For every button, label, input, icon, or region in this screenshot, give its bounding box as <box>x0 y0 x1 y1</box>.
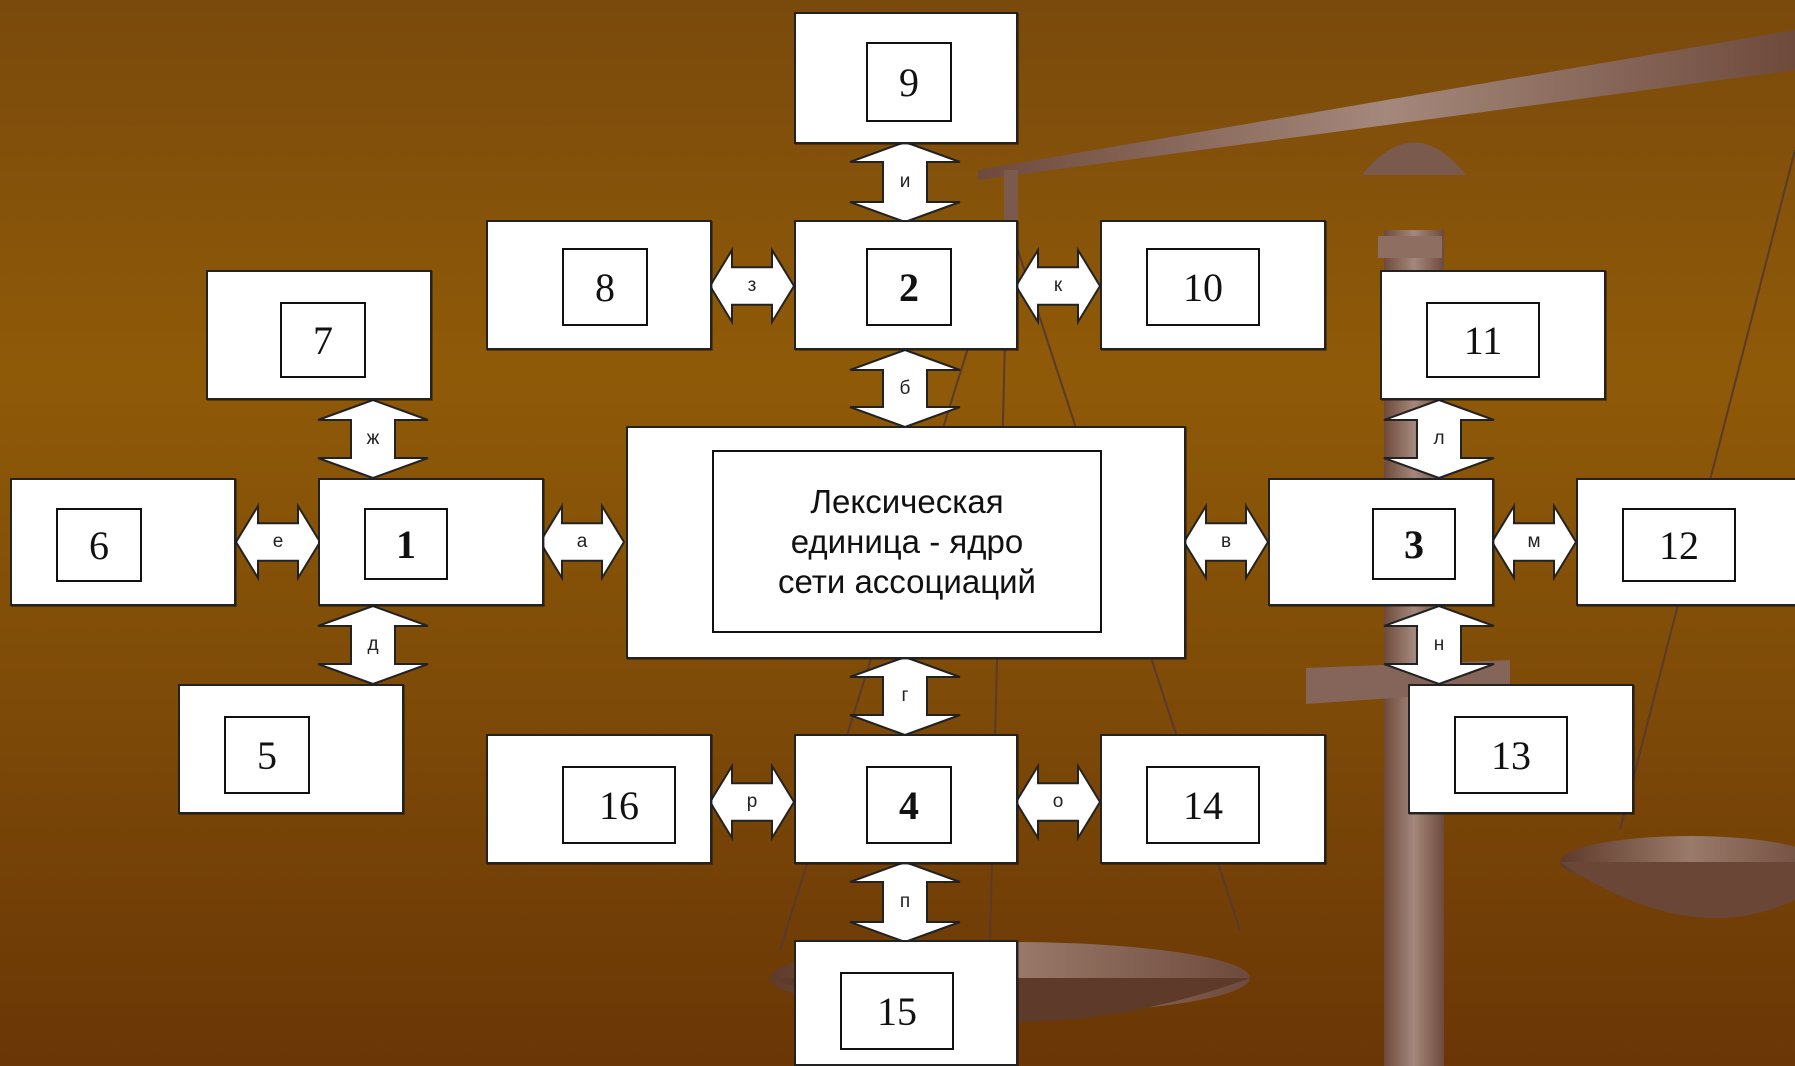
node-15-box: 15 <box>794 940 1018 1066</box>
link-label-z: з <box>747 275 757 296</box>
node-6-label: 6 <box>56 508 142 582</box>
node-9-label: 9 <box>866 42 952 122</box>
node-8-box: 8 <box>486 220 712 350</box>
node-14-label: 14 <box>1146 766 1260 844</box>
link-arrow-g: г <box>849 655 961 737</box>
node-5-box: 5 <box>178 684 404 814</box>
link-arrow-o: о <box>1014 762 1102 842</box>
node-3-label: 3 <box>1372 508 1456 580</box>
node-15-label: 15 <box>840 972 954 1050</box>
node-7-box: 7 <box>206 270 432 400</box>
node-8-label: 8 <box>562 248 648 326</box>
link-arrow-n: н <box>1383 604 1495 686</box>
link-arrow-p: п <box>849 860 961 944</box>
link-arrow-m: м <box>1490 502 1578 582</box>
link-arrow-k: к <box>1014 246 1102 326</box>
node-2-box: 2 <box>794 220 1018 350</box>
node-9-box: 9 <box>794 12 1018 144</box>
link-label-g: г <box>901 685 909 706</box>
link-arrow-d: д <box>317 604 429 686</box>
node-1-label: 1 <box>364 508 448 580</box>
node-12-label: 12 <box>1622 508 1736 582</box>
link-label-v: в <box>1220 531 1232 552</box>
node-14-box: 14 <box>1100 734 1326 864</box>
node-2-label: 2 <box>866 248 952 326</box>
node-13-box: 13 <box>1408 684 1634 814</box>
node-10-box: 10 <box>1100 220 1326 350</box>
link-arrow-r: р <box>708 762 796 842</box>
link-label-a: а <box>576 531 588 552</box>
node-12-box: 12 <box>1576 478 1795 606</box>
node-11-box: 11 <box>1380 270 1606 400</box>
link-arrow-i: и <box>849 140 961 224</box>
link-label-m: м <box>1527 531 1541 552</box>
link-label-n: н <box>1433 634 1445 655</box>
node-7-label: 7 <box>280 302 366 378</box>
node-16-label: 16 <box>562 766 676 844</box>
link-label-p: п <box>899 891 911 912</box>
node-13-label: 13 <box>1454 716 1568 794</box>
link-arrow-z: з <box>708 246 796 326</box>
link-label-o: о <box>1052 791 1064 812</box>
node-4-label: 4 <box>866 766 952 844</box>
link-arrow-v: в <box>1182 502 1270 582</box>
link-arrow-e: е <box>234 502 322 582</box>
link-label-b: б <box>899 377 911 399</box>
node-11-label: 11 <box>1426 302 1540 378</box>
center-node-label: Лексическая единица - ядро сети ассоциац… <box>712 450 1102 633</box>
link-label-e: е <box>272 531 284 552</box>
node-10-label: 10 <box>1146 248 1260 326</box>
link-label-r: р <box>746 791 758 812</box>
node-3-box: 3 <box>1268 478 1494 606</box>
link-label-l: л <box>1433 428 1445 449</box>
node-6-box: 6 <box>10 478 236 606</box>
link-label-i: и <box>899 171 911 192</box>
node-5-label: 5 <box>224 716 310 794</box>
link-arrow-l: л <box>1383 398 1495 480</box>
center-node-box: Лексическая единица - ядро сети ассоциац… <box>626 426 1186 659</box>
link-arrow-a: а <box>538 502 626 582</box>
link-label-zh: ж <box>366 428 380 449</box>
node-16-box: 16 <box>486 734 712 864</box>
link-arrow-b: б <box>849 348 961 429</box>
link-label-d: д <box>367 634 379 655</box>
double-arrow-polygon <box>538 502 626 582</box>
node-4-box: 4 <box>794 734 1018 864</box>
link-arrow-zh: ж <box>317 398 429 480</box>
node-1-box: 1 <box>318 478 544 606</box>
double-arrow-shape <box>538 502 626 582</box>
link-label-k: к <box>1053 275 1063 296</box>
